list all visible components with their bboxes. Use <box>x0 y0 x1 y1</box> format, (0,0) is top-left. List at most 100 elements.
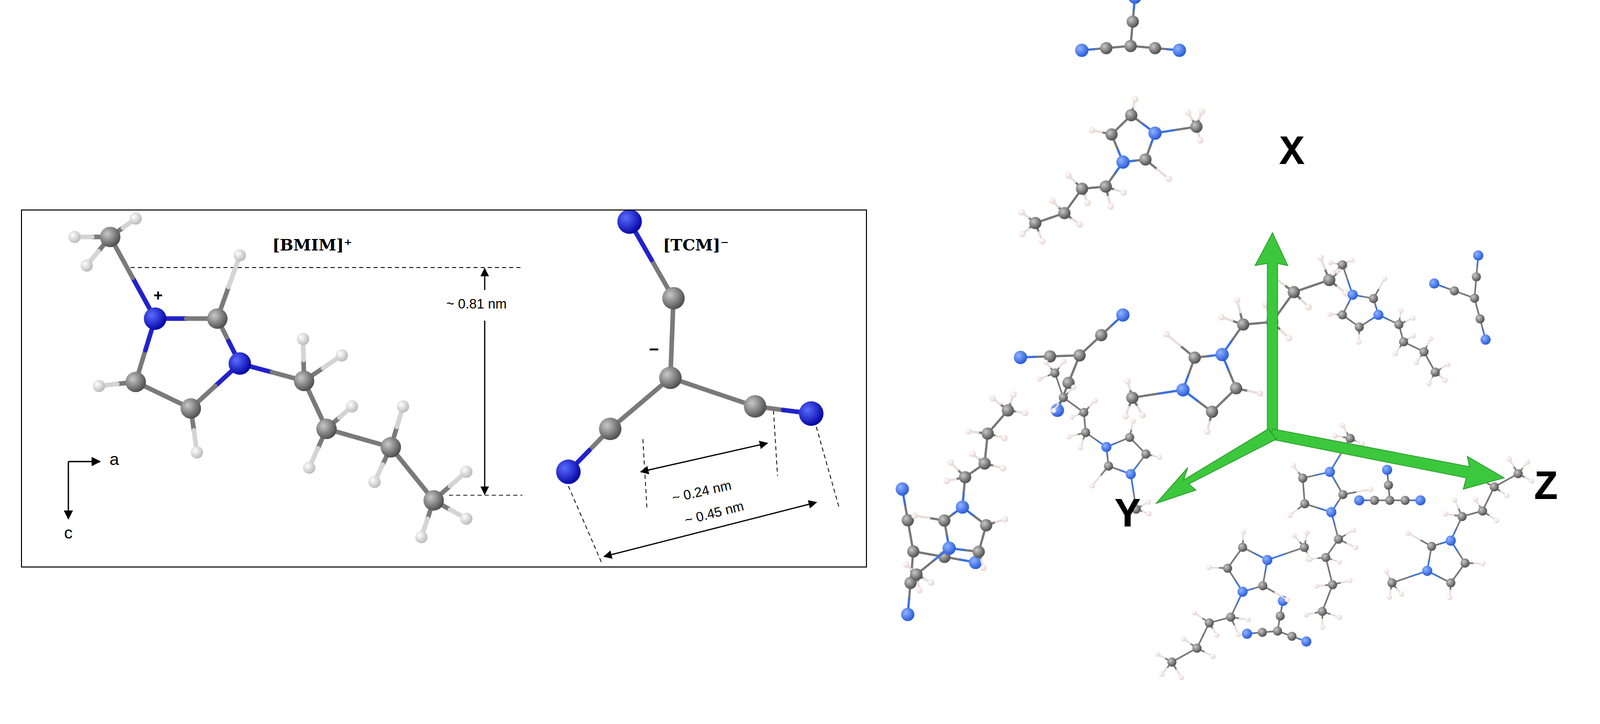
atom <box>460 512 473 525</box>
atom <box>900 607 915 622</box>
charge-sign: − <box>649 339 660 359</box>
atom <box>1141 449 1151 459</box>
atom <box>1449 286 1459 296</box>
molecule <box>1036 358 1163 517</box>
atom <box>947 458 954 466</box>
atom <box>1419 346 1429 356</box>
atom <box>1148 41 1162 55</box>
ion-name: [BMIM]⁺ <box>272 236 353 254</box>
atom <box>1427 335 1434 342</box>
atom <box>1258 580 1268 590</box>
atom <box>1383 480 1393 490</box>
atom <box>1471 271 1481 281</box>
atom <box>1233 296 1241 304</box>
atom <box>1368 486 1374 493</box>
atom <box>1300 498 1310 508</box>
atom <box>1218 313 1225 321</box>
atom <box>1122 412 1129 420</box>
atom <box>895 482 909 496</box>
guide-line <box>773 410 778 476</box>
atom <box>1369 293 1379 303</box>
atom <box>1327 311 1333 317</box>
atom <box>1058 206 1071 220</box>
atom <box>345 400 359 413</box>
atom <box>1349 257 1356 263</box>
atom <box>1460 558 1470 568</box>
atom <box>1042 359 1049 365</box>
atom <box>125 371 146 392</box>
atom <box>1513 468 1523 478</box>
atom <box>1075 43 1089 57</box>
atom <box>1154 651 1161 657</box>
atom <box>1079 407 1089 417</box>
atom <box>1504 492 1510 499</box>
atom <box>1494 517 1500 524</box>
atom <box>1162 330 1170 338</box>
molecule <box>1429 250 1491 345</box>
guide-line <box>568 485 602 564</box>
axis-arrow <box>1156 428 1277 504</box>
atom <box>1013 350 1028 365</box>
molecule <box>556 209 824 484</box>
atom <box>979 564 987 571</box>
atom <box>1205 405 1219 418</box>
atom <box>1073 348 1086 362</box>
atom <box>1336 559 1343 565</box>
atom <box>1050 407 1057 414</box>
dimension-label: ~ 0.24 nm <box>671 477 734 506</box>
molecule <box>1354 464 1426 505</box>
atom <box>1190 120 1203 133</box>
atom <box>1128 0 1142 4</box>
atom <box>1146 510 1152 517</box>
atom <box>1290 462 1297 469</box>
atom <box>927 579 935 586</box>
atom <box>1321 552 1331 562</box>
atom <box>1370 495 1380 505</box>
atom <box>1373 309 1384 320</box>
atom <box>979 518 993 532</box>
atom <box>1410 332 1417 339</box>
molecule <box>1327 257 1451 387</box>
atom <box>1398 307 1404 313</box>
atom <box>902 561 910 568</box>
atom <box>1075 182 1089 195</box>
atom <box>1345 433 1355 443</box>
atom <box>1203 428 1211 435</box>
atom <box>617 209 642 234</box>
atom <box>1120 189 1127 196</box>
atom <box>1319 624 1326 630</box>
atom <box>1167 657 1177 667</box>
atom <box>1000 434 1008 442</box>
atom <box>415 530 428 544</box>
atom <box>1099 180 1113 193</box>
atom <box>915 586 923 594</box>
ion-name: [TCM]⁻ <box>663 236 730 254</box>
atom <box>1191 609 1198 616</box>
atom <box>1019 230 1026 238</box>
atom <box>1400 495 1410 505</box>
atom <box>910 568 923 581</box>
atom <box>1285 334 1293 342</box>
atom <box>1116 308 1130 322</box>
atom <box>1061 358 1067 365</box>
atom <box>1066 433 1072 440</box>
atom <box>1480 334 1491 345</box>
atom <box>1337 259 1347 269</box>
atom <box>1105 128 1118 141</box>
atom <box>1457 511 1467 521</box>
atom <box>1021 409 1029 416</box>
atom <box>1445 535 1456 546</box>
atom <box>1076 221 1083 228</box>
atom <box>1287 512 1293 518</box>
atom <box>396 400 410 413</box>
atom <box>1413 359 1420 366</box>
atom <box>1328 579 1338 589</box>
atom <box>1184 108 1192 116</box>
atom <box>1475 314 1485 324</box>
atom <box>1197 136 1204 144</box>
atom <box>1326 506 1337 517</box>
axis-label: Z <box>1533 464 1559 511</box>
atom <box>1001 515 1009 523</box>
atom <box>943 477 950 484</box>
